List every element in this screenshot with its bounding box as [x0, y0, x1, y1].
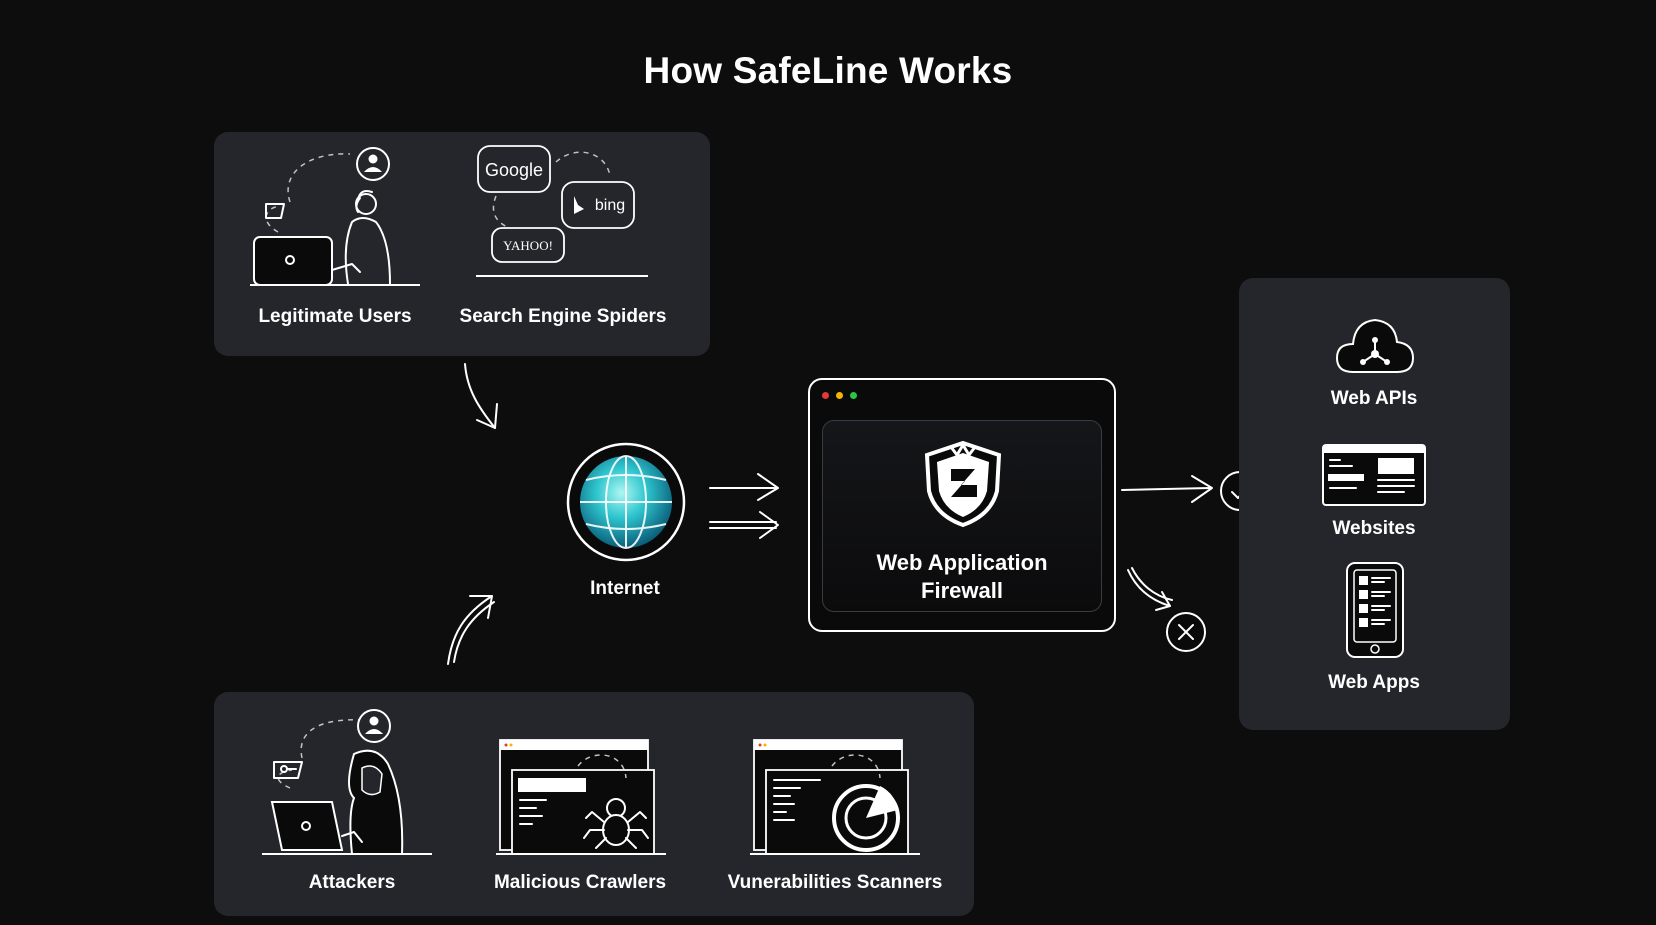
targets-panel: Web APIs Websites Web Apps	[1239, 278, 1510, 730]
label-vulnerabilities-scanners: Vunerabilities Scanners	[727, 872, 943, 893]
x-icon	[1166, 612, 1206, 652]
arrow-bad-to-internet-icon	[447, 595, 495, 665]
mobile-app-icon	[1346, 562, 1404, 658]
search-engine-logos-icon: Google bing YAHOO!	[476, 145, 648, 277]
label-malicious-crawlers: Malicious Crawlers	[493, 872, 667, 893]
spider-browser-icon	[496, 739, 666, 855]
radar-browser-icon	[750, 739, 920, 855]
label-web-apis: Web APIs	[1330, 388, 1418, 409]
waf-label: Web Application Firewall	[823, 549, 1101, 605]
arrow-internet-to-waf-icon	[709, 473, 779, 539]
window-maximize-dot	[850, 392, 857, 399]
globe-icon	[566, 442, 686, 562]
window-close-dot	[822, 392, 829, 399]
browser-window-icon	[1322, 444, 1426, 506]
bad-sources-panel: Attackers Malicious Crawlers Vunerabilit…	[214, 692, 974, 916]
waf-window: Web Application Firewall	[808, 378, 1116, 632]
page-title: How SafeLine Works	[643, 50, 1013, 91]
good-sources-panel: Legitimate Users Google bing YAHOO! Sear…	[214, 132, 710, 356]
label-internet: Internet	[590, 578, 660, 599]
label-legitimate-users: Legitimate Users	[258, 306, 412, 327]
hooded-attacker-icon	[262, 709, 432, 855]
safeline-shield-icon	[924, 440, 1002, 528]
waf-label-line2: Firewall	[921, 578, 1003, 603]
svg-text:YAHOO!: YAHOO!	[503, 238, 553, 253]
waf-label-line1: Web Application	[876, 550, 1048, 575]
arrow-waf-to-targets-icon	[1121, 475, 1213, 503]
cloud-api-icon	[1335, 318, 1415, 373]
arrow-waf-blocked-icon	[1127, 567, 1173, 611]
svg-text:Google: Google	[485, 160, 543, 180]
arrow-good-to-internet-icon	[464, 363, 498, 429]
window-minimize-dot	[836, 392, 843, 399]
label-attackers: Attackers	[308, 872, 396, 893]
user-at-laptop-icon	[250, 147, 420, 286]
label-web-apps: Web Apps	[1328, 672, 1420, 693]
svg-text:bing: bing	[595, 197, 625, 214]
label-search-engine-spiders: Search Engine Spiders	[459, 306, 667, 327]
label-websites: Websites	[1332, 518, 1416, 539]
waf-card: Web Application Firewall	[822, 420, 1102, 612]
